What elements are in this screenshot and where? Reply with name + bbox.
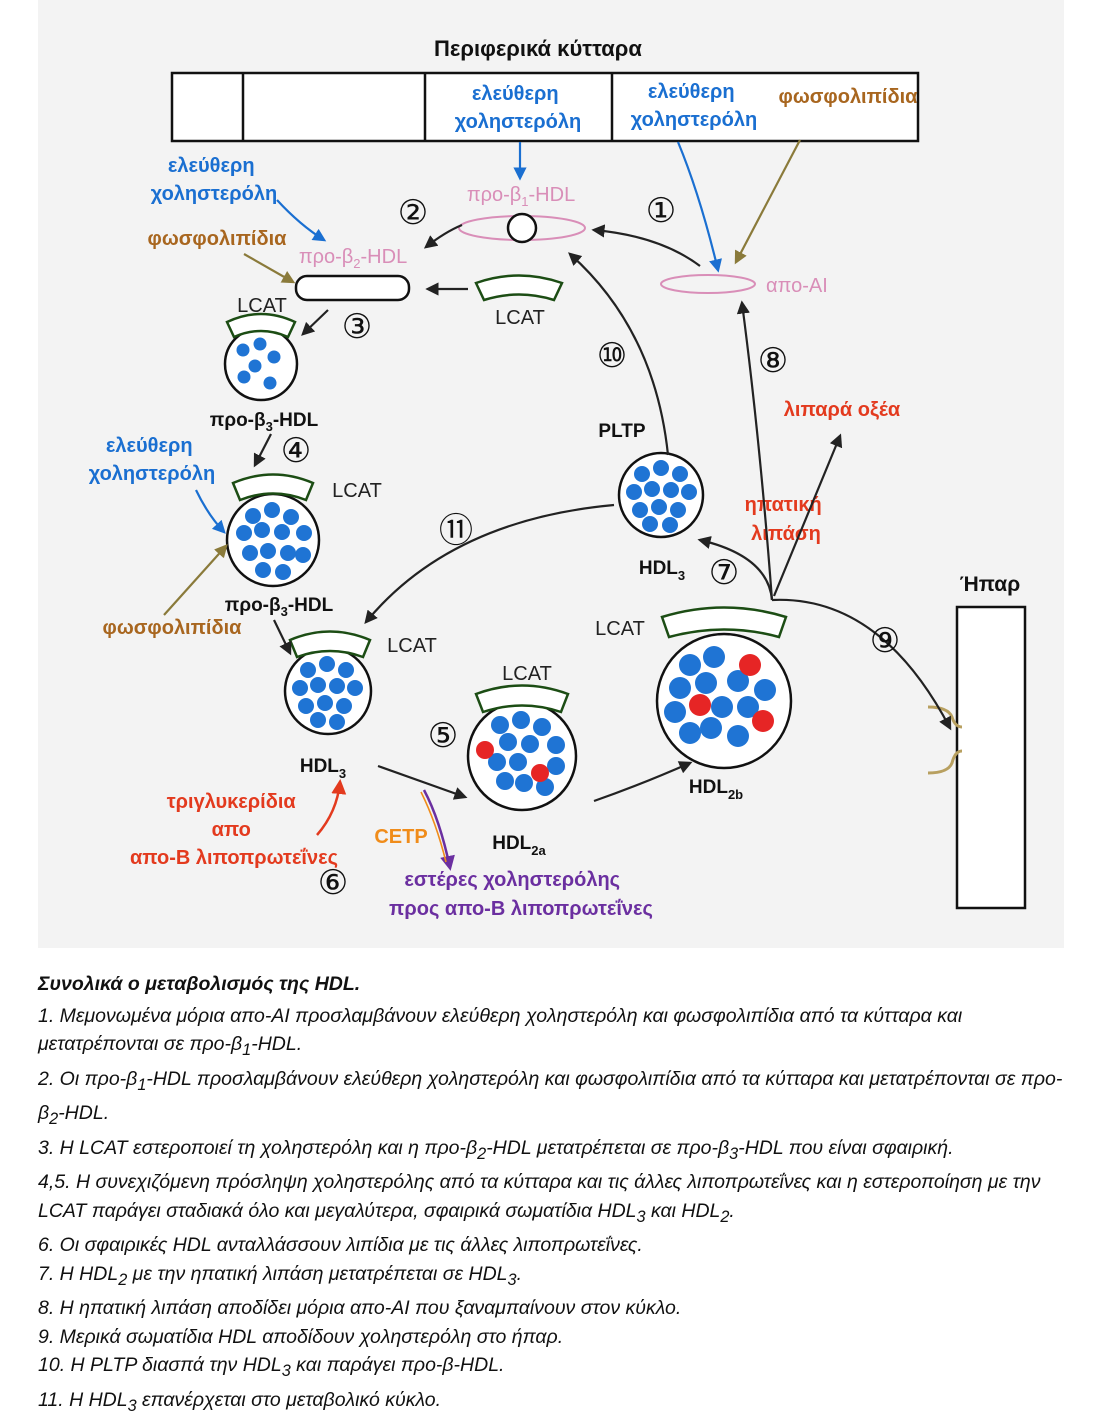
lcat-label-hdl3: LCAT: [387, 635, 437, 657]
arrow-phospholipids-to-pre-beta2: [243, 253, 296, 284]
free-cholesterol-label-left: ελεύθερη χοληστερόλη: [151, 155, 277, 205]
arrow-step9-to-liver: [771, 598, 952, 731]
cholesterol-esters-label: εστέρες χοληστερόλης προς απο-Β λιποπρωτ…: [389, 869, 653, 920]
pre-beta3-large-core: [236, 502, 312, 580]
apo-ai-label: απο-AI: [766, 275, 828, 297]
lcat-label-4: LCAT: [332, 480, 382, 502]
caption-item-3: 3. Η LCAT εστεροποιεί τη χοληστερόλη και…: [38, 1136, 954, 1163]
cell-free-cholesterol-2: ελεύθερη χοληστερόλη: [631, 81, 757, 131]
lcat-enzyme-hdl3: [288, 630, 372, 659]
step-5: ⑤: [428, 717, 458, 755]
caption-item-9: 10. Η PLTP διασπά την HDL3 και παράγει π…: [38, 1354, 505, 1381]
pltp-label: PLTP: [598, 421, 645, 442]
apo-ai-molecule: [660, 274, 756, 294]
hdl3-bottom-core: [292, 656, 363, 730]
caption-title: Συνολικά ο μεταβολισμός της HDL.: [38, 973, 361, 995]
arrow-step2-pre-beta1-to-pre-beta2: [423, 223, 463, 249]
pre-beta2-hdl-label: προ-β2-HDL: [299, 246, 407, 271]
caption-item-10: 11. Η HDL3 επανέρχεται στο μεταβολικό κύ…: [38, 1388, 442, 1415]
step-8: ⑧: [758, 342, 788, 380]
step-numbers: ① ② ③ ④ ⑤ ⑥ ⑦ ⑧ ⑨ ⑩ ⑪: [281, 192, 900, 902]
step-4: ④: [281, 432, 311, 470]
pre-beta1-hdl-label: προ-β1-HDL: [467, 184, 575, 209]
pre-beta1-hdl-core: [506, 212, 538, 244]
caption-item-2: 2. Οι προ-β1-HDL προσλαμβάνουν ελεύθερη …: [38, 1067, 1063, 1129]
step-1: ①: [646, 192, 676, 230]
caption-item-7: 8. Η ηπατική λιπάση αποδίδει μόρια απο-A…: [38, 1297, 682, 1320]
step-6: ⑥: [318, 864, 348, 902]
hdl-metabolism-diagram: Περιφερικά κύτταρα ελεύθερη χοληστερόλη …: [38, 0, 1064, 948]
pre-beta2-hdl-disc: [294, 274, 411, 302]
step-11: ⑪: [439, 512, 473, 550]
peripheral-cells-membrane: [170, 71, 920, 143]
caption-item-4: 4,5. Η συνεχιζόμενη πρόσληψη χοληστερόλη…: [38, 1171, 1041, 1226]
lcat-enzyme-hdl2b: [660, 606, 788, 639]
cell-free-cholesterol-1: ελεύθερη χοληστερόλη: [455, 83, 581, 133]
phospholipids-label-4: φωσφολιπίδια: [103, 617, 243, 639]
step-10: ⑩: [597, 337, 627, 375]
arrow-step3: [301, 309, 329, 336]
hdl3-top-core: [626, 460, 697, 533]
phospholipids-label-left: φωσφολιπίδια: [148, 228, 288, 250]
hdl2a-label: HDL2a: [492, 833, 546, 858]
arrow-pre-beta3-to-hdl3: [273, 619, 292, 656]
figure-caption: Συνολικά ο μεταβολισμός της HDL. 1. Μεμο…: [38, 970, 1068, 1420]
hdl2b-label: HDL2b: [689, 777, 743, 802]
liver-label: Ήπαρ: [960, 573, 1020, 596]
lcat-enzyme-4: [231, 473, 315, 502]
triglycerides-label: τριγλυκερίδια απο απο-Β λιποπρωτεΐνες: [130, 791, 338, 869]
arrow-hdl2a-to-hdl2b: [593, 761, 693, 803]
caption-item-6: 7. Η HDL2 με την ηπατική λιπάση μετατρέπ…: [38, 1262, 522, 1289]
hdl3-label-top: HDL3: [639, 558, 685, 583]
step-9: ⑨: [870, 622, 900, 660]
fatty-acids-label: λιπαρά οξέα: [784, 399, 901, 421]
hdl2a-core-red: [476, 741, 549, 782]
arrow-phospholipids-to-pre-beta3: [163, 544, 228, 616]
arrow-step4: [253, 433, 272, 468]
hdl2b-core-red: [689, 654, 774, 732]
free-cholesterol-label-4: ελεύθερη χοληστερόλη: [89, 435, 215, 485]
arrow-triglycerides-to-hdl3: [316, 779, 347, 836]
arrow-step1-apo-to-pre-beta1: [591, 224, 701, 267]
lcat-enzyme-free: [474, 274, 564, 302]
arrow-hdl3-to-hdl2a: [377, 764, 468, 800]
arrow-step11-hdl3-to-hdl3: [364, 503, 615, 625]
caption-item-5: 6. Οι σφαιρικές HDL ανταλλάσσουν λιπίδια…: [38, 1234, 643, 1257]
arrow-cholesterol-esters-out: [422, 789, 455, 871]
arrow-cholesterol-esters-out-orange: [420, 791, 447, 863]
step-2: ②: [398, 194, 428, 232]
hdl2a-core-blue: [488, 711, 565, 796]
liver-block: [955, 605, 1027, 910]
lcat-label-free: LCAT: [495, 307, 545, 329]
step-3: ③: [342, 308, 372, 346]
arrow-step8-to-apo-ai: [736, 300, 774, 601]
hdl2b-core-blue: [664, 646, 776, 747]
pre-beta3-small-core: [236, 337, 281, 390]
step-7: ⑦: [709, 554, 739, 592]
lcat-label-3: LCAT: [237, 295, 287, 317]
liver-receptor-bottom: [927, 749, 963, 775]
caption-item-1: 1. Μεμονωμένα μόρια απο-AI προσλαμβάνουν…: [38, 1004, 963, 1060]
pre-beta3-hdl-label-1: προ-β3-HDL: [210, 410, 319, 434]
arrow-cholesterol-to-pre-beta3: [195, 489, 226, 534]
arrows: [163, 139, 952, 871]
lcat-enzyme-hdl2a: [474, 684, 570, 714]
arrow-cholesterol-to-apo-ai: [676, 141, 722, 273]
arrow-to-fatty-acids: [772, 433, 843, 597]
arrow-phospholipids-to-apo-ai: [734, 139, 801, 265]
hdl3-label-bottom: HDL3: [300, 756, 346, 781]
lcat-label-hdl2a: LCAT: [502, 663, 552, 685]
cetp-label: CETP: [374, 826, 427, 848]
lcat-label-hdl2b: LCAT: [595, 618, 645, 640]
pre-beta3-hdl-label-2: προ-β3-HDL: [225, 595, 334, 619]
cells-title: Περιφερικά κύτταρα: [434, 36, 642, 61]
lcat-enzyme-3: [225, 312, 297, 339]
arrow-cholesterol-to-pre-beta2: [276, 199, 327, 242]
arrow-step10-pltp-to-pre-beta1: [568, 252, 670, 456]
cell-phospholipids-label: φωσφολιπίδια: [779, 86, 919, 108]
caption-item-8: 9. Μερικά σωματίδια HDL αποδίδουν χοληστ…: [38, 1325, 564, 1348]
